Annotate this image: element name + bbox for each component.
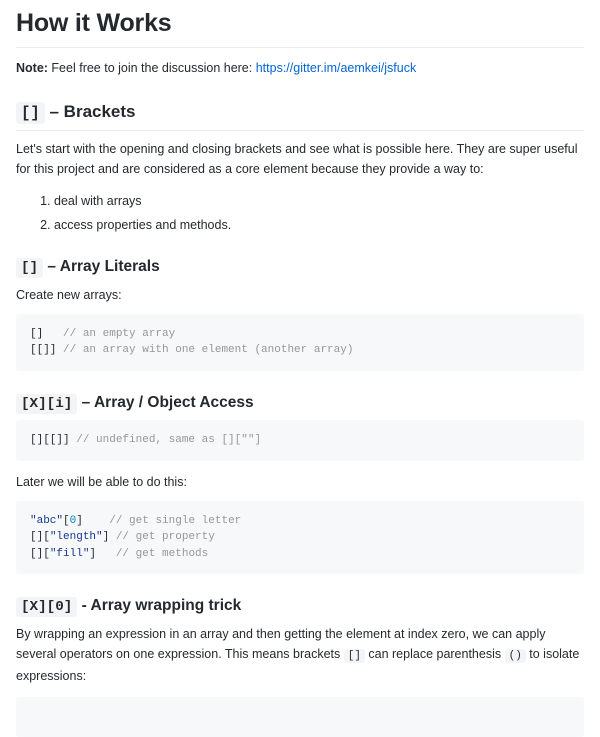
code-block-partial-bottom — [16, 696, 584, 737]
gitter-link[interactable]: https://gitter.im/aemkei/jsfuck — [255, 61, 417, 76]
brackets-paragraph: Let's start with the opening and closing… — [16, 142, 578, 177]
array-access-paragraph: Later we will be able to do this: — [16, 474, 187, 489]
code-token-comment: // get property — [115, 531, 215, 544]
note-label: Note: — [16, 61, 48, 76]
code-token-plain: ] — [76, 515, 110, 527]
section-heading-array-literals: [] – Array Literals — [16, 257, 584, 279]
array-wrapping-paragraph: By wrapping an expression in an array an… — [16, 624, 584, 686]
code-token-plain: ] — [89, 547, 116, 560]
code-token-plain: [][ — [30, 547, 50, 560]
code-token-plain: [][ — [30, 531, 50, 544]
heading-label-brackets: Brackets — [63, 101, 136, 121]
code-block-array-access-1: [][[]] // undefined, same as [][""] — [16, 420, 584, 461]
code-token-comment: // undefined, same as [][""] — [76, 434, 262, 447]
array-literals-paragraph: Create new arrays: — [16, 287, 122, 302]
heading-dash-array-object-access: – — [77, 393, 94, 411]
code-block-array-literals: [] // an empty array [[]] // an array wi… — [16, 314, 584, 371]
heading-label-array-literals: Array Literals — [59, 258, 160, 276]
code-token-plain: [][[]] — [30, 434, 77, 447]
code-token-plain: [ — [63, 515, 70, 527]
code-token-comment: // an empty array — [63, 328, 176, 341]
code-token-comment: // an array with one element (another ar… — [63, 344, 354, 357]
note-text: Feel free to join the discussion here: — [47, 61, 256, 76]
list-item: deal with arrays — [54, 191, 584, 211]
inline-code-parens: () — [504, 648, 526, 663]
heading-dash-array-literals: – — [43, 258, 60, 276]
brackets-list: deal with arrays access properties and m… — [16, 191, 584, 236]
heading-label-array-wrapping-trick: Array wrapping trick — [90, 596, 242, 614]
heading-label-array-object-access: Array / Object Access — [93, 393, 254, 411]
heading-dash-brackets: – — [44, 101, 64, 121]
section-heading-array-wrapping-trick: [X][0] - Array wrapping trick — [16, 596, 584, 617]
heading-code-brackets: [] — [16, 101, 45, 124]
paragraph-text-part2: can replace parenthesis — [364, 646, 505, 661]
code-token-plain: ] — [102, 531, 116, 544]
page-title: How it Works — [16, 8, 584, 49]
heading-code-array-literals: [] — [16, 258, 44, 279]
code-token-string: "length" — [49, 531, 103, 544]
code-token-plain: [] — [30, 328, 64, 341]
code-token-string: "fill" — [49, 547, 90, 560]
heading-dash-array-wrapping-trick: - — [77, 596, 91, 614]
code-token-number: 0 — [69, 515, 77, 527]
list-item: access properties and methods. — [54, 215, 584, 235]
code-token-plain: [[]] — [30, 344, 64, 357]
heading-code-array-wrapping-trick: [X][0] — [16, 596, 78, 617]
heading-code-array-object-access: [X][i] — [16, 393, 78, 414]
code-token-string: "abc" — [30, 515, 64, 527]
code-block-array-access-2: "abc"[0] // get single letter []["length… — [16, 501, 584, 574]
inline-code-brackets: [] — [343, 648, 365, 663]
section-heading-brackets: [] – Brackets — [16, 101, 584, 132]
section-heading-array-object-access: [X][i] – Array / Object Access — [16, 393, 584, 414]
code-token-comment: // get methods — [115, 547, 209, 560]
note-paragraph: Note: Feel free to join the discussion h… — [16, 58, 584, 78]
code-token-comment: // get single letter — [109, 515, 242, 527]
